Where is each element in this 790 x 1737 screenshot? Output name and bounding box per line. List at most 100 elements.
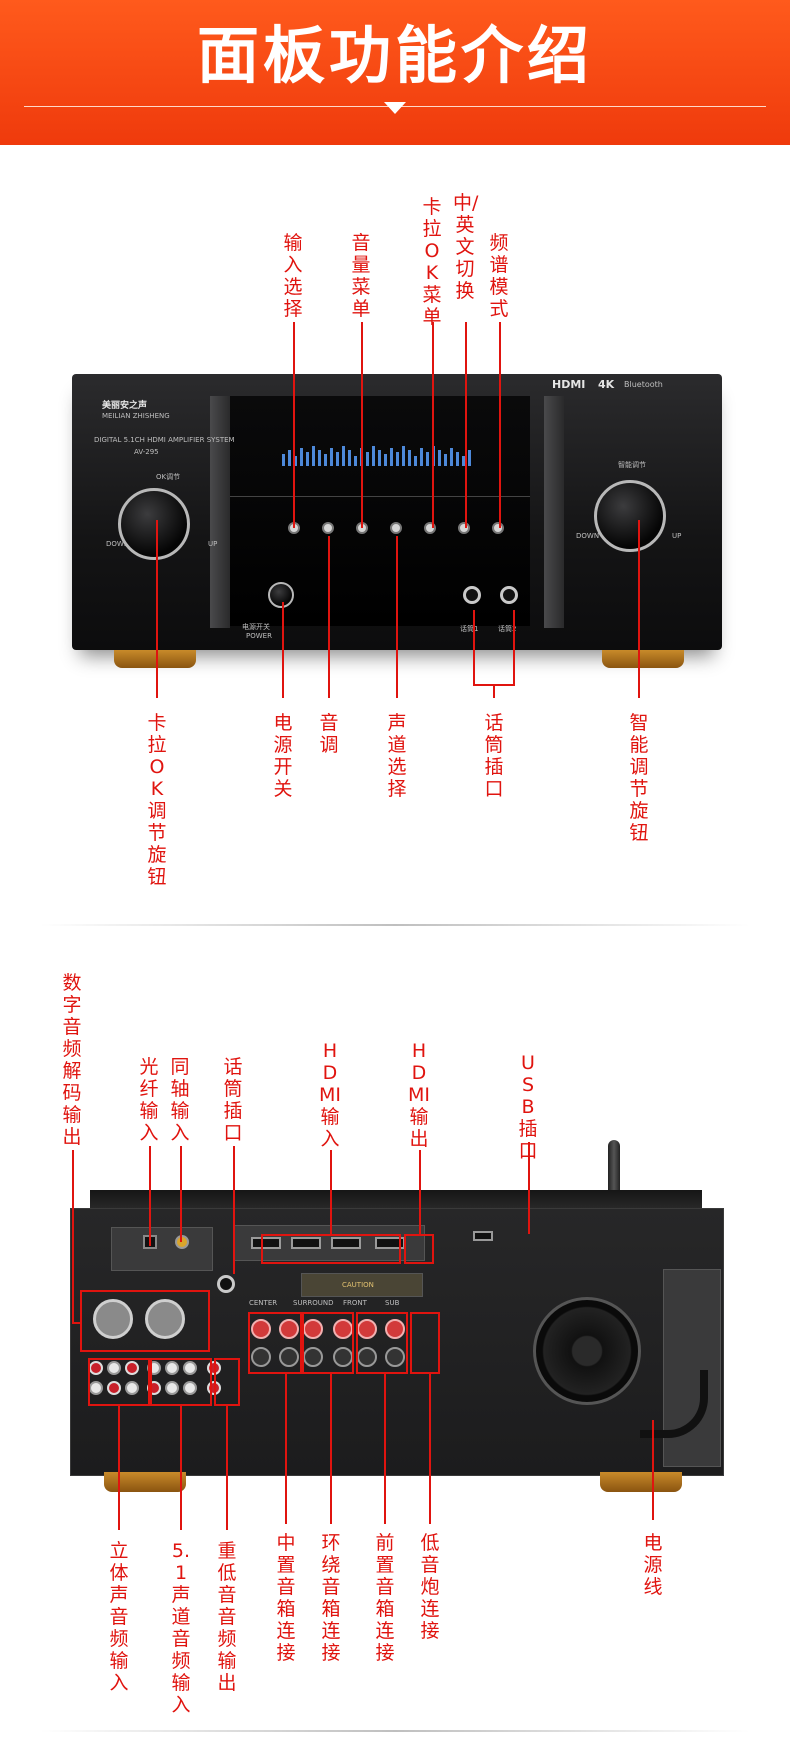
lang-switch-button[interactable] (458, 522, 470, 534)
sub-post-black[interactable] (385, 1347, 405, 1367)
leader-tone (328, 536, 330, 698)
label-optical-in: 光纤输入 (139, 1056, 159, 1144)
vu-meter-icon (282, 446, 471, 466)
label-hdmi-out: HDMI输出 (408, 1040, 430, 1150)
banner-notch-icon (384, 102, 406, 114)
label-sub-out: 重低音音频输出 (217, 1540, 237, 1694)
ch51-in-2[interactable] (165, 1361, 179, 1375)
mic1-jack[interactable] (463, 586, 481, 604)
channel-select-button[interactable] (390, 522, 402, 534)
stereo-in-r1[interactable] (89, 1361, 103, 1375)
leader-sub-out (226, 1406, 228, 1530)
rect-ch51-in (150, 1358, 212, 1406)
leader-input-select (293, 322, 295, 528)
surround-post-black-2[interactable] (303, 1347, 323, 1367)
label-stereo-in: 立体声音频输入 (109, 1540, 129, 1694)
karaoke-knob[interactable] (118, 488, 190, 560)
leader-front-spk (384, 1374, 386, 1524)
ch51-in-6[interactable] (183, 1381, 197, 1395)
leader-lang-switch (465, 322, 467, 528)
rect-center-spk (248, 1312, 302, 1374)
stereo-in-r3[interactable] (107, 1381, 121, 1395)
caution-text: CAUTION (342, 1281, 374, 1289)
label-eq-mode: 频谱模式 (489, 232, 509, 320)
rect-sub-out (214, 1358, 240, 1406)
smart-knob[interactable] (594, 480, 666, 552)
label-karaoke-knob: 卡拉OK调节旋钮 (147, 712, 167, 888)
label-power-cord: 电源线 (643, 1532, 663, 1598)
back-foot-left (104, 1472, 186, 1492)
label-karaoke-menu: 卡拉OK菜单 (422, 196, 442, 328)
bluetooth-logo: Bluetooth (624, 380, 663, 389)
leader-mic-stem (493, 686, 495, 698)
front-side-bar-left (210, 396, 230, 628)
surround-post-black-1[interactable] (279, 1347, 299, 1367)
eq-mode-button[interactable] (492, 522, 504, 534)
sub-post-red[interactable] (385, 1319, 405, 1339)
center-post-red[interactable] (251, 1319, 271, 1339)
label-tone: 音调 (319, 712, 339, 756)
back-panel-image: CAUTION CENTER SURROUND FRONT SUB (70, 1208, 724, 1476)
stereo-in-l2[interactable] (89, 1381, 103, 1395)
digital-input-plate (111, 1227, 213, 1271)
xlr-out-2[interactable] (145, 1299, 185, 1339)
knob-left-label: OK调节 (156, 473, 181, 481)
usb-port[interactable] (473, 1231, 493, 1241)
power-button[interactable] (268, 582, 294, 608)
hdmi-logo: HDMI (552, 378, 586, 391)
knob-left-down: DOWN (106, 540, 130, 548)
tone-button[interactable] (322, 522, 334, 534)
fourk-logo: 4K (598, 378, 615, 391)
surround-post-red-2[interactable] (303, 1319, 323, 1339)
ch51-in-3[interactable] (183, 1361, 197, 1375)
front-foot-right (602, 650, 684, 668)
label-volume-menu: 音量菜单 (351, 232, 371, 320)
header-banner: 面板功能介绍 (0, 0, 790, 145)
label-usb-port: USB插口 (518, 1052, 538, 1162)
label-ch51-in: 5.1声道音频输入 (171, 1540, 191, 1716)
leader-usb (528, 1142, 530, 1234)
front-post-black-2[interactable] (357, 1347, 377, 1367)
label-surround-spk: 环绕音箱连接 (321, 1532, 341, 1664)
stereo-in-l3[interactable] (125, 1381, 139, 1395)
karaoke-menu-button[interactable] (424, 522, 436, 534)
label-channel-select: 声道选择 (387, 712, 407, 800)
hdmi-in-3-port[interactable] (331, 1237, 361, 1249)
display-divider (230, 496, 530, 497)
brand-en: MEILIAN ZHISHENG (102, 412, 170, 420)
label-mic-jack: 话筒插口 (484, 712, 504, 800)
leader-hdmi-in (330, 1150, 332, 1234)
coax-port[interactable] (175, 1235, 189, 1249)
mic2-jack[interactable] (500, 586, 518, 604)
stereo-in-l1[interactable] (107, 1361, 121, 1375)
center-text: CENTER (249, 1299, 278, 1307)
label-rear-mic-jack: 话筒插口 (223, 1056, 243, 1144)
hdmi-in-2-port[interactable] (291, 1237, 321, 1249)
label-input-select: 输入选择 (283, 232, 303, 320)
rear-mic-jack[interactable] (217, 1275, 235, 1293)
rect-surround-spk (302, 1312, 354, 1374)
cooling-fan-icon (533, 1297, 641, 1405)
leader-surround-spk (330, 1374, 332, 1524)
ch51-in-5[interactable] (165, 1381, 179, 1395)
hdmi-in-1-port[interactable] (251, 1237, 281, 1249)
surround-post-red-1[interactable] (279, 1319, 299, 1339)
xlr-out-1[interactable] (93, 1299, 133, 1339)
leader-digital-decode (72, 1150, 74, 1324)
front-side-bar-right (544, 396, 564, 628)
leader-coax (180, 1146, 182, 1242)
label-power: 电源开关 (273, 712, 293, 800)
label-lang-switch: 中/英文切换 (453, 192, 479, 302)
leader-power-cord (652, 1420, 654, 1520)
center-post-black[interactable] (251, 1347, 271, 1367)
back-foot-right (600, 1472, 682, 1492)
device-subtitle: DIGITAL 5.1CH HDMI AMPLIFIER SYSTEM (94, 436, 235, 444)
leader-karaoke-menu (432, 322, 434, 528)
page-title: 面板功能介绍 (196, 19, 593, 92)
leader-stereo-in (118, 1406, 120, 1530)
leader-center-spk (285, 1374, 287, 1524)
front-post-red-2[interactable] (357, 1319, 377, 1339)
knob-right-label: 智能调节 (618, 461, 646, 469)
leader-volume-menu (361, 322, 363, 528)
stereo-in-r2[interactable] (125, 1361, 139, 1375)
